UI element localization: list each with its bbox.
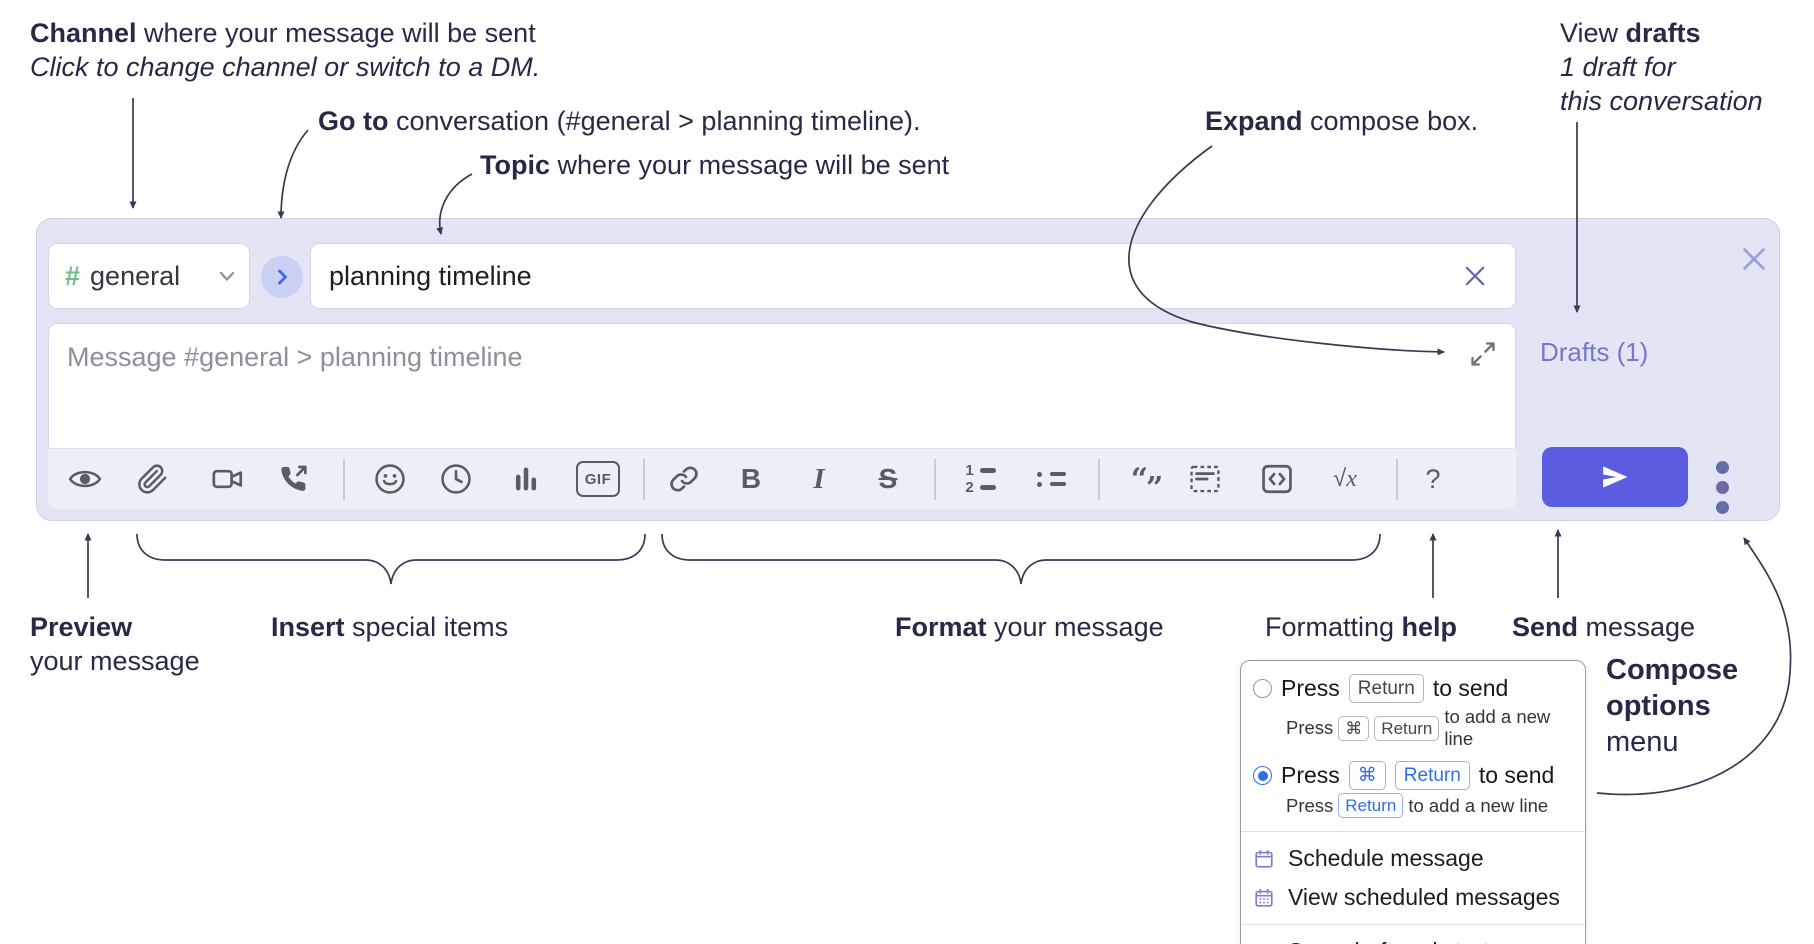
close-compose-icon[interactable] — [1739, 244, 1769, 274]
topic-value: planning timeline — [329, 260, 532, 291]
channel-hash-icon: # — [65, 260, 81, 291]
compose-toolbar: GIF B I S 1 2 “” — [48, 448, 1516, 509]
time-icon[interactable] — [439, 462, 473, 496]
drafts-link[interactable]: Drafts (1) — [1540, 337, 1649, 367]
option-cmd-return-to-send[interactable]: Press ⌘ Return to send — [1241, 756, 1585, 792]
brace-format — [661, 533, 1381, 585]
annotation-expand: Expand compose box. — [1205, 106, 1479, 136]
numbered-list-icon[interactable]: 1 2 — [963, 462, 997, 496]
voice-call-icon[interactable] — [277, 462, 311, 496]
annotation-channel: Channel where your message will be sent … — [30, 18, 541, 82]
strikethrough-icon[interactable]: S — [878, 463, 898, 494]
attach-file-icon[interactable] — [136, 462, 170, 496]
spoiler-icon[interactable] — [1188, 462, 1222, 496]
brace-insert — [136, 533, 646, 585]
annotation-formatting-help: Formatting help — [1265, 612, 1458, 642]
calendar-grid-icon — [1255, 888, 1273, 907]
toolbar-divider — [643, 459, 645, 500]
menu-item-view-scheduled[interactable]: View scheduled messages — [1241, 878, 1585, 917]
channel-selector[interactable]: # general — [48, 243, 250, 309]
annotation-goto: Go to conversation (#general > planning … — [318, 106, 921, 136]
send-plane-icon — [1603, 466, 1628, 488]
annotation-compose-options: Compose options menu — [1606, 654, 1739, 758]
toolbar-divider — [343, 459, 345, 500]
compose-options-menu: Press Return to send Press ⌘ Return to a… — [1240, 660, 1586, 944]
link-icon[interactable] — [667, 462, 701, 496]
code-icon[interactable] — [1260, 462, 1294, 496]
annotation-format: Format your message — [895, 612, 1164, 642]
math-icon[interactable]: √x — [1333, 465, 1357, 492]
connector-goto — [277, 129, 309, 219]
menu-item-save-draft[interactable]: Save draft and start a new message — [1241, 932, 1585, 944]
toolbar-divider — [1098, 459, 1100, 500]
option-return-to-send[interactable]: Press Return to send — [1241, 669, 1585, 705]
go-to-conversation-button[interactable] — [261, 256, 303, 298]
topic-input[interactable]: planning timeline — [310, 243, 1516, 309]
preview-eye-icon[interactable] — [68, 462, 102, 496]
chevron-down-icon — [219, 271, 235, 281]
annotation-topic: Topic where your message will be sent — [480, 150, 950, 180]
option-cmd-return-subtext: Press Return to add a new line — [1241, 792, 1585, 824]
radio-unselected-icon[interactable] — [1253, 679, 1272, 698]
calendar-icon — [1255, 849, 1273, 868]
annotation-send-message: Send message — [1512, 612, 1696, 642]
compose-options-dots-icon[interactable] — [1716, 461, 1729, 514]
menu-divider — [1241, 831, 1585, 832]
clear-topic-icon[interactable] — [1462, 263, 1488, 289]
quote-icon[interactable]: “” — [1130, 461, 1164, 506]
bulleted-list-icon[interactable] — [1033, 462, 1067, 496]
menu-divider — [1241, 924, 1585, 925]
bold-icon[interactable]: B — [740, 463, 762, 494]
message-placeholder: Message #general > planning timeline — [67, 342, 523, 372]
help-icon[interactable]: ? — [1425, 463, 1441, 494]
video-call-icon[interactable] — [211, 462, 245, 496]
italic-icon[interactable]: I — [813, 462, 825, 495]
toolbar-divider — [1396, 459, 1398, 500]
poll-icon[interactable] — [509, 462, 543, 496]
radio-selected-icon[interactable] — [1253, 766, 1272, 785]
annotation-insert: Insert special items — [271, 612, 509, 642]
expand-compose-icon[interactable] — [1469, 340, 1497, 368]
menu-item-schedule-message[interactable]: Schedule message — [1241, 839, 1585, 878]
chevron-right-icon — [278, 269, 287, 285]
gif-label: GIF — [584, 470, 612, 488]
channel-name: general — [90, 260, 181, 291]
annotation-view-drafts: View drafts 1 draft for this conversatio… — [1560, 18, 1763, 116]
gif-icon[interactable]: GIF — [576, 461, 620, 497]
option-return-subtext: Press ⌘ Return to add a new line — [1286, 706, 1551, 749]
emoji-icon[interactable] — [373, 462, 407, 496]
annotation-preview: Preview your message — [30, 612, 200, 676]
send-button[interactable] — [1542, 447, 1688, 507]
toolbar-divider — [934, 459, 936, 500]
